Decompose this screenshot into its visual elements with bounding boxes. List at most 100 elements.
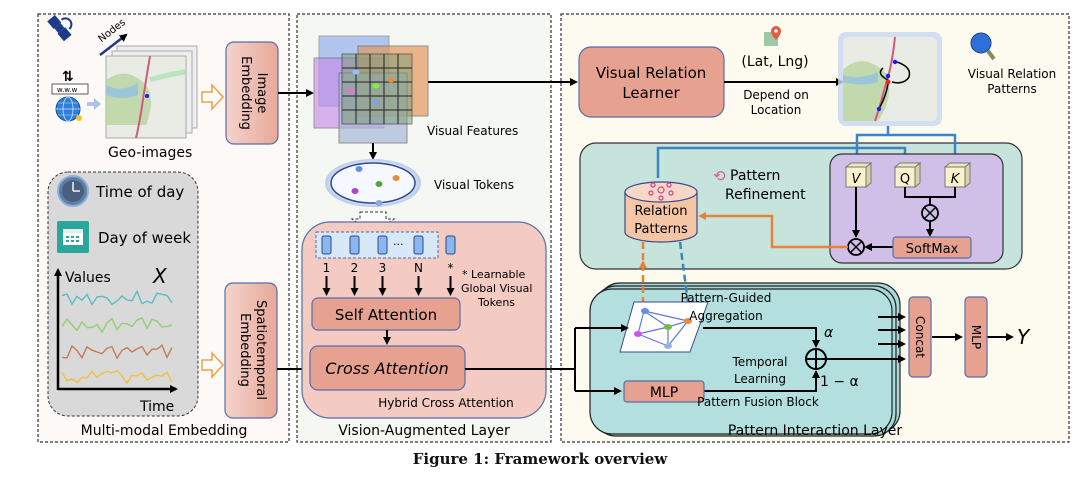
attention-flow-lines (852, 187, 956, 251)
vrp-label-2: Patterns (987, 82, 1036, 96)
refinement-label-1: Pattern (730, 168, 780, 184)
geo-images-label: Geo-images (108, 145, 192, 161)
image-embedding-label-1: Image (254, 73, 269, 114)
visual-features-label: Visual Features (427, 124, 518, 138)
token-index-label: 3 (379, 261, 387, 275)
q-label: Q (900, 172, 910, 187)
softmax-label: SoftMax (906, 242, 959, 257)
satellite-icon (47, 14, 73, 42)
multimodal-embedding-panel: Nodes ⇅ w.w.w Geo-images (37, 13, 290, 443)
visual-tokens-cluster (325, 159, 421, 207)
relation-patterns-label-2: Patterns (634, 222, 688, 237)
image-embedding-label-2: Embedding (238, 56, 253, 130)
multimodal-panel-title: Multi-modal Embedding (81, 423, 248, 439)
learnable-note-line-3: Tokens (477, 296, 515, 309)
network-icon (648, 182, 674, 201)
refinement-feedback-line (698, 212, 848, 249)
relation-patterns-db: Relation Patterns (624, 181, 698, 243)
dashed-up-arrowhead (639, 260, 647, 268)
st-embedding-label-1: Spatiotemporal (253, 300, 268, 400)
cross-attention-block: Cross Attention (309, 345, 466, 391)
alpha-label: α (824, 325, 834, 341)
figure-caption: Figure 1: Framework overview (412, 450, 668, 468)
token-index-label: N (414, 261, 423, 275)
pattern-graph (619, 301, 709, 353)
mlp-label: MLP (650, 385, 678, 401)
visual-features-maps (313, 35, 429, 144)
pattern-dashed-down (678, 241, 694, 320)
k-label: K (951, 172, 961, 187)
token-index-label: * (448, 261, 454, 275)
softmax-block: SoftMax (892, 236, 972, 259)
to-image-embedding-arrow (201, 83, 225, 111)
calendar-icon (57, 221, 89, 253)
day-of-week-label: Day of week (98, 229, 191, 247)
y-symbol: Y (1017, 325, 1031, 349)
visual-relation-learner-block: Visual Relation Learner (578, 46, 725, 118)
globe-icon (55, 96, 82, 122)
st-embedding-label-2: Embedding (237, 313, 252, 387)
token-ellipsis: ··· (393, 238, 404, 251)
time-series-line (61, 369, 173, 385)
concat-block: Concat (908, 296, 932, 378)
self-attention-block: Self Attention (311, 297, 461, 331)
v-label: V (852, 172, 862, 187)
vrl-label-1: Visual Relation (596, 64, 707, 82)
www-label: w.w.w (57, 86, 78, 94)
temporal-label-1: Temporal (732, 355, 788, 369)
multiply-op-qk (921, 204, 939, 222)
mlp-block: MLP (623, 380, 705, 403)
magnifier-icon (970, 32, 996, 61)
pga-label-1: Pattern-Guided (681, 291, 772, 305)
values-label: Values (65, 270, 111, 286)
token-index-label: 1 (323, 261, 331, 275)
map-pin-icon (764, 26, 781, 46)
latlng-label: (Lat, Lng) (741, 54, 808, 70)
time-series-line (61, 317, 173, 334)
relation-map-image (838, 32, 942, 126)
vrp-label-1: Visual Relation (968, 67, 1057, 81)
clock-icon (57, 175, 89, 207)
refinement-label-2: Refinement (725, 187, 806, 203)
visual-token (413, 235, 424, 255)
depend-label-2: Location (751, 103, 802, 117)
learnable-note-line-1: * Learnable (462, 268, 526, 281)
time-series-lines (61, 289, 173, 385)
image-embedding-block: Image Embedding (225, 41, 279, 145)
k-cube: K (943, 161, 972, 189)
v-cube: V (844, 161, 873, 189)
x-symbol: X (152, 264, 168, 288)
output-mlp-label: MLP (969, 325, 983, 349)
temporal-label-2: Learning (734, 372, 786, 386)
visual-token (349, 235, 360, 255)
vision-panel-title: Vision-Augmented Layer (338, 423, 510, 439)
hybrid-cross-attention-label: Hybrid Cross Attention (378, 396, 514, 410)
spatiotemporal-embedding-block: Spatiotemporal Embedding (224, 282, 278, 419)
exchange-icon: ⇅ (62, 69, 74, 85)
plus-op (805, 348, 827, 370)
framework-diagram: Nodes ⇅ w.w.w Geo-images (37, 13, 1070, 443)
vrl-label-2: Learner (622, 84, 680, 102)
to-st-embedding-arrow (201, 351, 225, 379)
www-box (51, 83, 89, 95)
fusion-flow-lines (465, 313, 1014, 395)
pga-label-2: Aggregation (689, 309, 762, 323)
visual-token (377, 235, 388, 255)
token-sequence: 1 2 3 N * (321, 235, 456, 296)
pattern-panel-title: Pattern Interaction Layer (728, 423, 902, 439)
visual-token (321, 235, 332, 255)
pattern-interaction-panel: Visual Relation Learner (Lat, Lng) Depen… (428, 13, 1070, 443)
time-series-line (61, 289, 173, 306)
geo-images-stack (105, 45, 198, 139)
globe-to-images-arrow (87, 98, 101, 110)
one-minus-alpha-label: 1 − α (820, 374, 859, 390)
cross-attention-label: Cross Attention (325, 359, 448, 378)
learnable-note-line-2: Global Visual (461, 282, 532, 295)
time-label: Time (139, 399, 174, 415)
time-series-line (61, 344, 173, 360)
concat-label: Concat (913, 316, 927, 358)
temporal-inputs-box: Time of day Day of week Values X Time (47, 171, 199, 417)
token-index-label: 2 (351, 261, 359, 275)
time-of-day-label: Time of day (95, 183, 184, 201)
